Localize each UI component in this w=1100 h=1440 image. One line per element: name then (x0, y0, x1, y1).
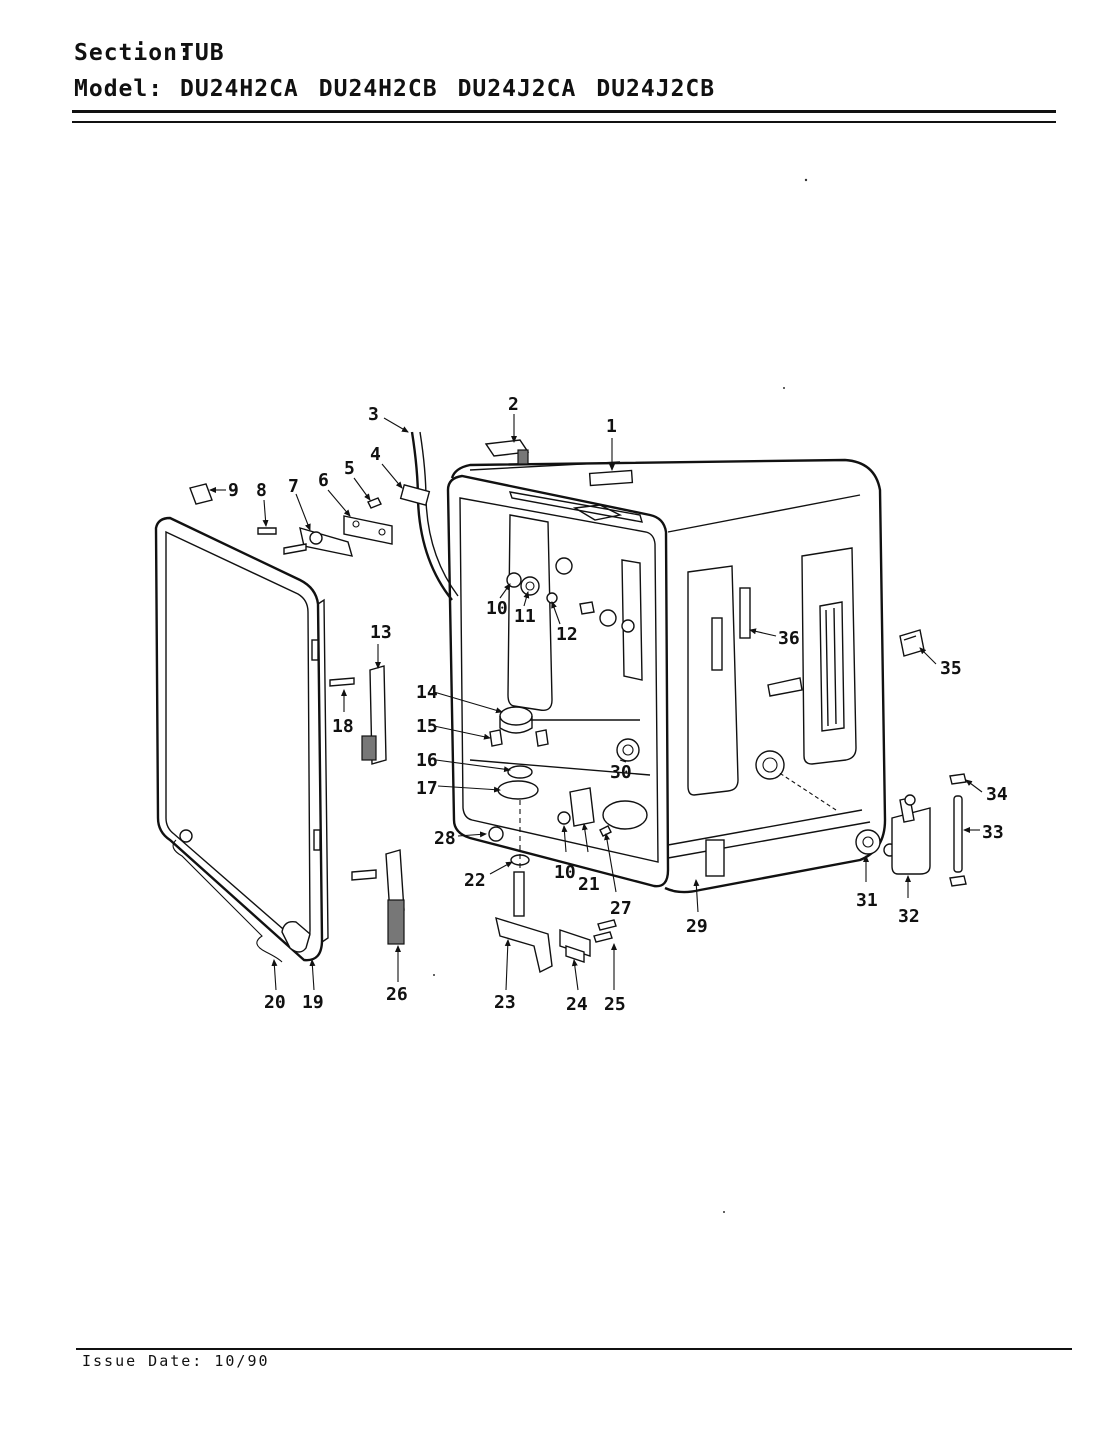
small-parts (189, 431, 967, 974)
callout-35: 35 (940, 658, 962, 679)
callout-34: 34 (986, 784, 1008, 805)
callout-6: 6 (318, 470, 329, 491)
header-rule-thick (72, 110, 1056, 113)
callout-labels: 1 2 3 4 5 6 7 8 9 10 11 12 13 14 15 16 1… (228, 394, 1008, 1015)
callout-9: 9 (228, 480, 239, 501)
callout-29: 29 (686, 916, 708, 937)
callout-31: 31 (856, 890, 878, 911)
callout-23: 23 (494, 992, 516, 1013)
callout-17: 17 (416, 778, 438, 799)
callout-16: 16 (416, 750, 438, 771)
callout-32: 32 (898, 906, 920, 927)
callout-12: 12 (556, 624, 578, 645)
callout-21: 21 (578, 874, 600, 895)
door-assembly (154, 516, 329, 963)
model-number: DU24J2CB (596, 76, 716, 102)
callout-22: 22 (464, 870, 486, 891)
callout-36: 36 (778, 628, 800, 649)
callout-14: 14 (416, 682, 438, 703)
model-number: DU24H2CB (318, 76, 438, 102)
callout-25: 25 (604, 994, 626, 1015)
model-number: DU24J2CA (457, 76, 577, 102)
section-heading: Section:TUB (74, 40, 245, 66)
callout-10-lower: 10 (554, 862, 576, 883)
model-number: DU24H2CA (180, 76, 299, 102)
leader-lines (209, 414, 983, 991)
model-heading: Model: DU24H2CA DU24H2CB DU24J2CA DU24J2CB (74, 76, 735, 102)
callout-33: 33 (982, 822, 1004, 843)
callout-20: 20 (264, 992, 286, 1013)
callout-11: 11 (514, 606, 536, 627)
callout-1: 1 (606, 416, 617, 437)
footer-rule (76, 1348, 1072, 1350)
callout-18: 18 (332, 716, 354, 737)
callout-8: 8 (256, 480, 267, 501)
section-label: Section: (74, 40, 193, 66)
callout-13: 13 (370, 622, 392, 643)
callout-19: 19 (302, 992, 324, 1013)
callout-27: 27 (610, 898, 632, 919)
callout-26: 26 (386, 984, 408, 1005)
callout-28: 28 (434, 828, 456, 849)
callout-30: 30 (610, 762, 632, 783)
callout-2: 2 (508, 394, 519, 415)
callout-7: 7 (288, 476, 299, 497)
callout-4: 4 (370, 444, 381, 465)
model-label: Model: (74, 76, 164, 102)
header-rule-thin (72, 121, 1056, 123)
section-value: TUB (180, 40, 225, 66)
issue-date: Issue Date: 10/90 (82, 1352, 270, 1370)
callout-15: 15 (416, 716, 438, 737)
callout-5: 5 (344, 458, 355, 479)
callout-10: 10 (486, 598, 508, 619)
callout-3: 3 (368, 404, 379, 425)
callout-24: 24 (566, 994, 588, 1015)
tub-assembly (446, 458, 887, 894)
